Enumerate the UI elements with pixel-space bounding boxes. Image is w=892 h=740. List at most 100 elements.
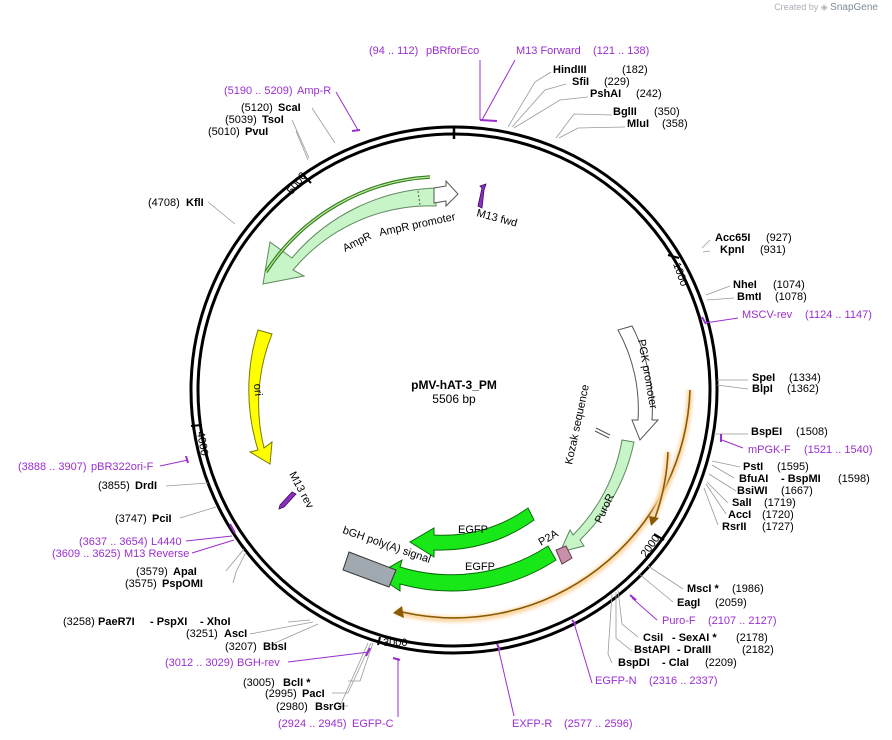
enzyme-spei: SpeI bbox=[752, 372, 775, 384]
enzyme-msci: MscI * bbox=[687, 583, 720, 595]
orf-inner bbox=[649, 451, 671, 526]
enzyme-sali: SalI bbox=[732, 497, 752, 509]
enzyme-tsoi: TsoI bbox=[262, 114, 284, 126]
enzyme-bspmi: - BspMI bbox=[781, 473, 821, 485]
enzyme-bbsi: BbsI bbox=[263, 641, 287, 653]
enzyme-bspei-pos: (1508) bbox=[796, 426, 828, 438]
ampr-label: AmpR bbox=[341, 230, 374, 255]
primer-pbr322ori-f: pBR322ori-F bbox=[91, 461, 154, 473]
tick-2000: 2000 bbox=[639, 533, 665, 560]
svg-text:3000: 3000 bbox=[383, 637, 407, 649]
tick-4000: 4000 bbox=[190, 424, 210, 457]
primer-m13-forward: M13 Forward bbox=[516, 45, 581, 57]
primer-m13-forward-range: (121 .. 138) bbox=[593, 45, 649, 57]
enzyme-paer7i: PaeR7I bbox=[98, 616, 135, 628]
plasmid-name: pMV-hAT-3_PM bbox=[411, 378, 497, 392]
kozak-label: Kozak sequence bbox=[563, 384, 592, 466]
primer-amp-r: Amp-R bbox=[297, 85, 331, 97]
egfp-label-1: EGFP bbox=[458, 524, 488, 536]
enzyme-pshai: PshAI bbox=[590, 88, 621, 100]
primer-exfp-r: EXFP-R bbox=[512, 718, 552, 730]
enzyme-bspmi-pos: (1598) bbox=[838, 473, 870, 485]
enzyme-pshai-pos: (242) bbox=[636, 88, 662, 100]
enzyme-bsiwi-pos: (1667) bbox=[781, 485, 813, 497]
enzyme-pcii-pos: (3747) bbox=[115, 513, 147, 525]
enzyme-xhoi: - XhoI bbox=[200, 616, 231, 628]
enzyme-sfii-pos: (229) bbox=[604, 76, 630, 88]
enzyme-bsrgi: BsrGI bbox=[315, 701, 345, 713]
snapgene-logo-icon: ◈ bbox=[820, 2, 828, 12]
enzyme-nhei: NheI bbox=[733, 279, 757, 291]
enzyme-pspomi-pos: (3575) bbox=[125, 578, 157, 590]
primer-m13-reverse-range: (3609 .. 3625) bbox=[52, 548, 121, 560]
enzyme-pvui-pos: (5010) bbox=[208, 126, 240, 138]
enzyme-clai-pos: (2209) bbox=[705, 657, 737, 669]
enzyme-bmti-pos: (1078) bbox=[775, 291, 807, 303]
enzyme-paer7i-pos: (3258) bbox=[63, 616, 95, 628]
snapgene-credit: Created by ◈ SnapGene bbox=[774, 2, 878, 13]
enzyme-pcii: PciI bbox=[152, 513, 172, 525]
enzyme-pspxi: - PspXI bbox=[150, 616, 187, 628]
primer-bgh-rev-range: (3012 .. 3029) bbox=[165, 657, 234, 669]
m13-fwd-feature[interactable]: M13 fwd bbox=[475, 183, 518, 230]
svg-text:4000: 4000 bbox=[194, 430, 210, 456]
enzyme-kfli: KflI bbox=[186, 197, 204, 209]
plasmid-length: 5506 bp bbox=[432, 392, 476, 406]
orf-outer bbox=[393, 389, 693, 623]
credit-brand: SnapGene bbox=[830, 2, 878, 13]
enzyme-asci: AscI bbox=[224, 628, 247, 640]
primer-exfp-r-range: (2577 .. 2596) bbox=[564, 718, 633, 730]
enzyme-paci-pos: (2995) bbox=[265, 688, 297, 700]
primer-puro-f-range: (2107 .. 2127) bbox=[708, 615, 777, 627]
primer-mscv-rev: MSCV-rev bbox=[742, 309, 793, 321]
primer-pbrforeco: pBRforEco bbox=[426, 45, 479, 57]
enzyme-apai: ApaI bbox=[173, 566, 197, 578]
enzyme-bstapi: BstAPI bbox=[634, 644, 670, 656]
enzyme-bfuai: BfuAI bbox=[739, 473, 768, 485]
enzyme-msci-pos: (1986) bbox=[732, 583, 764, 595]
primer-l4440: L4440 bbox=[151, 536, 182, 548]
enzyme-paci: PacI bbox=[302, 688, 325, 700]
ori-feature[interactable]: ori bbox=[248, 329, 273, 465]
enzyme-bcli: BclI * bbox=[283, 677, 311, 689]
enzyme-rsrii-pos: (1727) bbox=[762, 521, 794, 533]
enzyme-scai: ScaI bbox=[278, 102, 301, 114]
enzyme-draiii-pos: (2182) bbox=[742, 644, 774, 656]
primer-egfp-n-range: (2316 .. 2337) bbox=[649, 675, 718, 687]
enzyme-rsrii: RsrII bbox=[722, 521, 746, 533]
enzyme-kpni-pos: (931) bbox=[760, 244, 786, 256]
enzyme-psti: PstI bbox=[743, 461, 763, 473]
m13-rev-feature[interactable]: M13 rev bbox=[278, 470, 316, 511]
enzyme-bmti: BmtI bbox=[737, 291, 761, 303]
enzyme-pvui: PvuI bbox=[245, 126, 268, 138]
egfp-feature-1[interactable]: EGFP bbox=[409, 507, 535, 558]
enzyme-bcli-pos: (3005) bbox=[243, 677, 275, 689]
enzyme-eagi-pos: (2059) bbox=[715, 597, 747, 609]
primer-pbrforeco-range: (94 .. 112) bbox=[369, 45, 418, 57]
enzyme-hindiii-pos: (182) bbox=[622, 64, 648, 76]
ori-label: ori bbox=[251, 383, 264, 396]
enzyme-kpni: KpnI bbox=[720, 244, 744, 256]
enzyme-tsoi-pos: (5039) bbox=[225, 114, 257, 126]
enzyme-blpi: BlpI bbox=[752, 383, 773, 395]
enzyme-sexai-pos: (2178) bbox=[736, 632, 768, 644]
primer-labels: (94 .. 112) pBRforEco M13 Forward (121 .… bbox=[18, 45, 873, 730]
enzyme-lines bbox=[165, 71, 749, 707]
enzyme-mlui: MluI bbox=[627, 118, 649, 130]
enzyme-mlui-pos: (358) bbox=[662, 118, 688, 130]
primer-egfp-c-range: (2924 .. 2945) bbox=[278, 718, 347, 730]
pgk-promoter-feature[interactable]: PGK promoter bbox=[617, 325, 659, 441]
enzyme-draiii: - DraIII bbox=[677, 644, 711, 656]
enzyme-apai-pos: (3579) bbox=[136, 566, 168, 578]
enzyme-asci-pos: (3251) bbox=[186, 628, 218, 640]
primer-mpgk-f: mPGK-F bbox=[748, 444, 791, 456]
primer-lines bbox=[159, 59, 744, 717]
enzyme-sfii: SfiI bbox=[572, 76, 589, 88]
enzyme-bbsi-pos: (3207) bbox=[225, 641, 257, 653]
ampr-promoter-label: AmpR promoter bbox=[378, 211, 457, 239]
enzyme-clai: - ClaI bbox=[662, 657, 689, 669]
kozak-feature[interactable]: Kozak sequence bbox=[563, 384, 611, 466]
primer-pbr322ori-f-range: (3888 .. 3907) bbox=[18, 461, 87, 473]
primer-puro-f: Puro-F bbox=[662, 615, 696, 627]
